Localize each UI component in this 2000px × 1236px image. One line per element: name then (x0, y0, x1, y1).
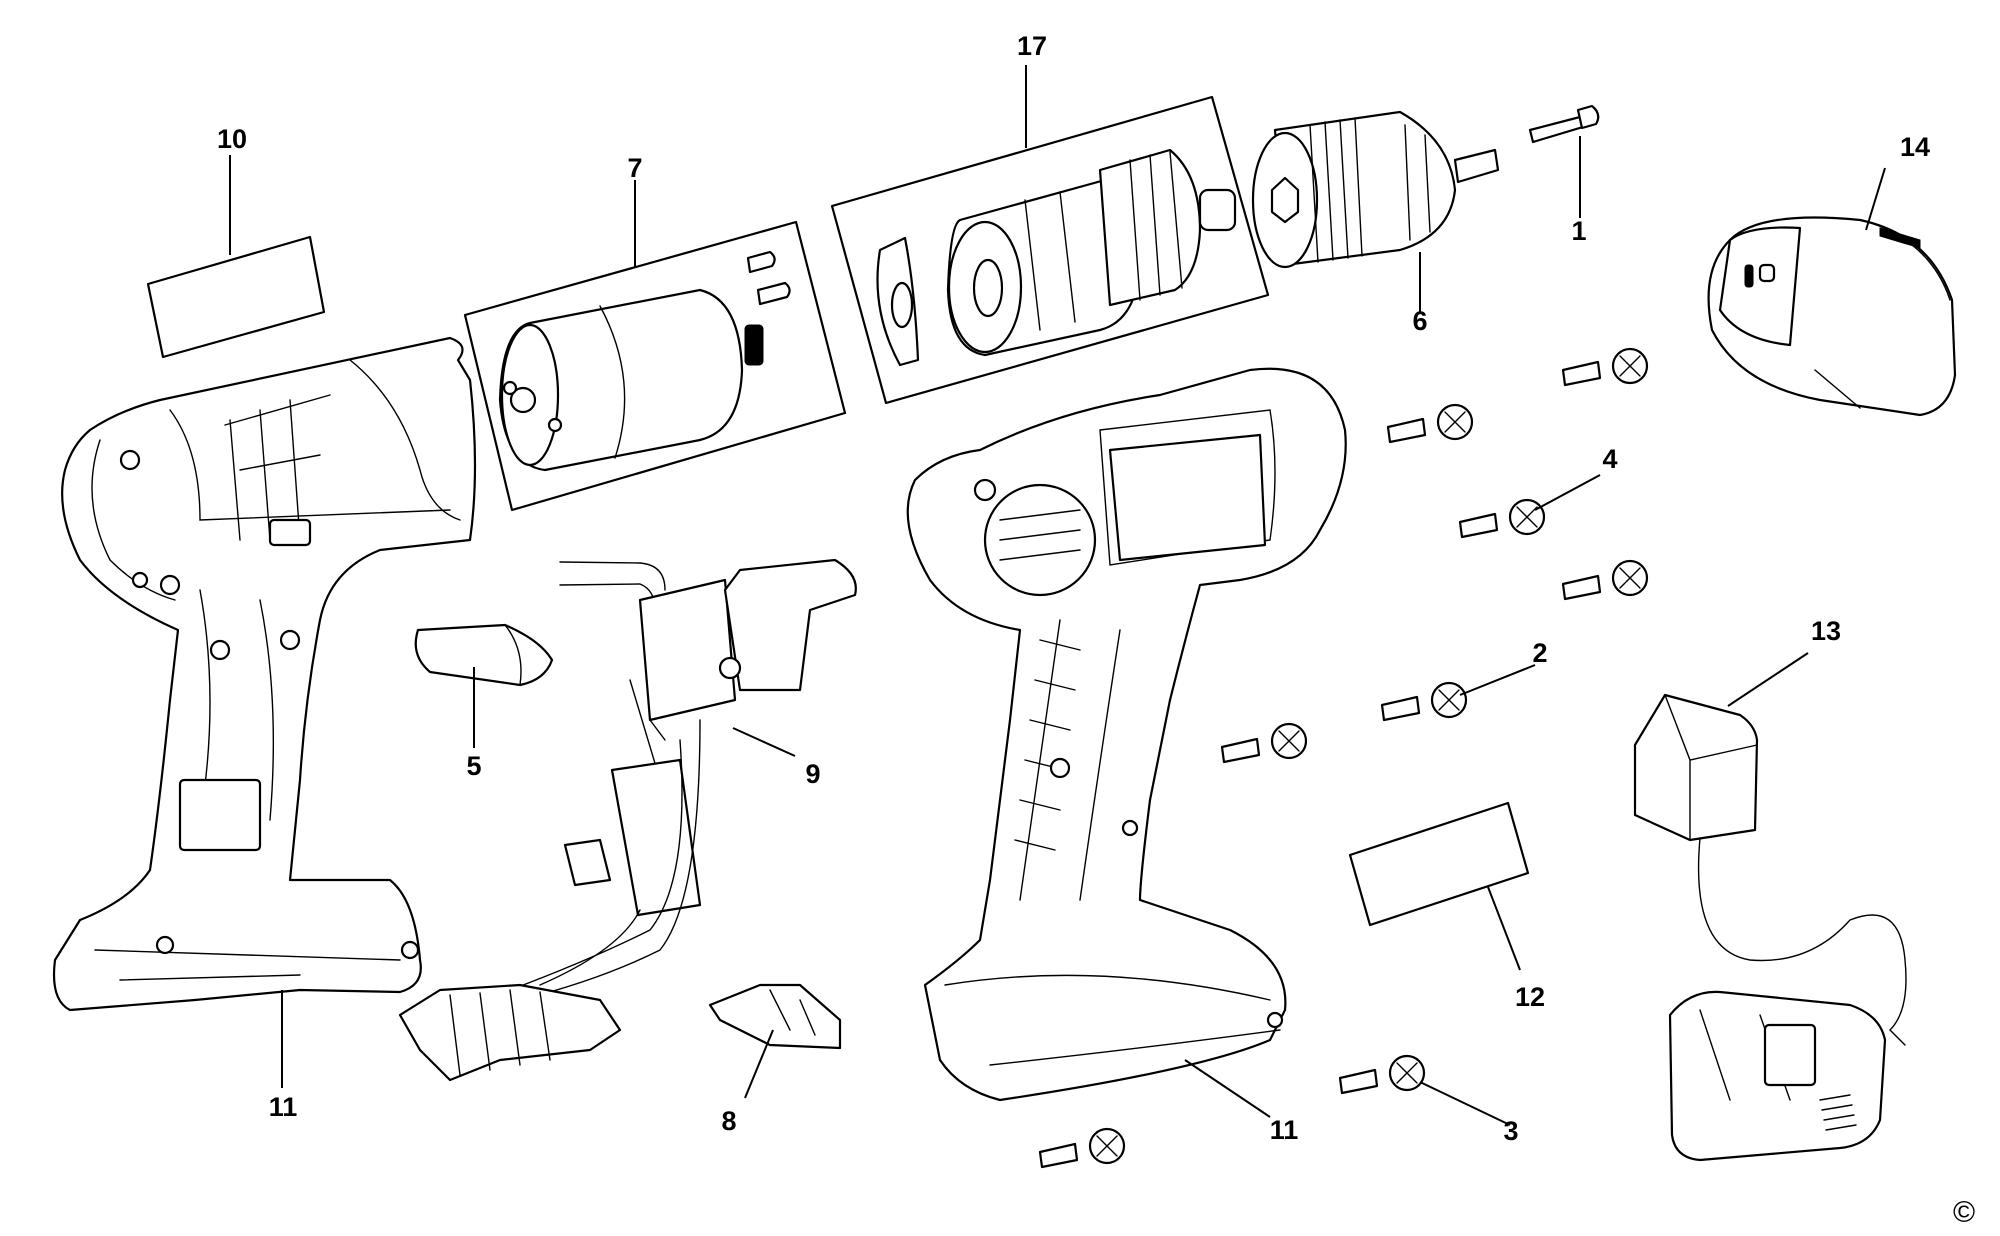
battery-terminal-block (398, 983, 622, 1082)
callout-1: 1 (1571, 216, 1586, 246)
callout-11-left: 11 (269, 1092, 298, 1122)
leader-9 (732, 727, 796, 757)
callout-2: 2 (1532, 638, 1547, 668)
screw (1220, 722, 1308, 764)
screw (1561, 347, 1649, 387)
part-11-housing-right (906, 367, 1347, 1102)
callout-9: 9 (805, 759, 820, 789)
screw (1038, 1127, 1126, 1169)
part-7-motor-assembly (463, 220, 847, 512)
leader-3 (1419, 1081, 1511, 1126)
callout-11-right: 11 (1270, 1115, 1299, 1145)
leader-11-right (1184, 1059, 1271, 1118)
leader-8 (744, 1029, 774, 1099)
callout-3: 3 (1503, 1116, 1518, 1146)
screw-set (1038, 347, 1649, 1169)
copyright-symbol: © (1953, 1196, 1975, 1229)
part-10-label-plate (146, 235, 326, 359)
part-12-label-plate (1348, 801, 1530, 927)
part-1-screw (1528, 104, 1600, 144)
screw (1458, 498, 1546, 539)
callout-5: 5 (466, 751, 481, 781)
callout-13: 13 (1811, 616, 1841, 646)
leader-lines (229, 65, 1886, 1126)
part-14-battery-pack (1707, 216, 1957, 417)
callout-17: 17 (1017, 31, 1047, 61)
callout-7: 7 (627, 153, 642, 183)
callout-12: 12 (1515, 982, 1545, 1012)
screw (1380, 681, 1468, 722)
callout-labels: 17 7 10 6 1 14 4 2 3 12 13 11 11 5 9 8 (217, 31, 1930, 1146)
callout-14: 14 (1900, 132, 1930, 162)
part-5-contact-plate (414, 623, 554, 687)
leader-13 (1727, 652, 1809, 707)
part-13-charger (1633, 693, 1907, 1162)
part-17-gearbox-assembly (830, 95, 1270, 405)
screw (1338, 1054, 1426, 1095)
callout-6: 6 (1412, 306, 1427, 336)
screw (1561, 559, 1649, 601)
callout-4: 4 (1602, 444, 1617, 474)
leader-14 (1865, 167, 1886, 231)
part-9-switch-assembly (509, 558, 857, 1001)
leader-4 (1534, 474, 1601, 511)
leader-12 (1487, 886, 1521, 971)
callout-8: 8 (721, 1106, 736, 1136)
leader-2 (1459, 664, 1536, 696)
part-11-housing-left (52, 336, 477, 1012)
screw (1386, 403, 1474, 444)
part-6-keyless-chuck (1251, 110, 1500, 269)
callout-10: 10 (217, 124, 247, 154)
part-8-lock-clip (708, 983, 842, 1050)
